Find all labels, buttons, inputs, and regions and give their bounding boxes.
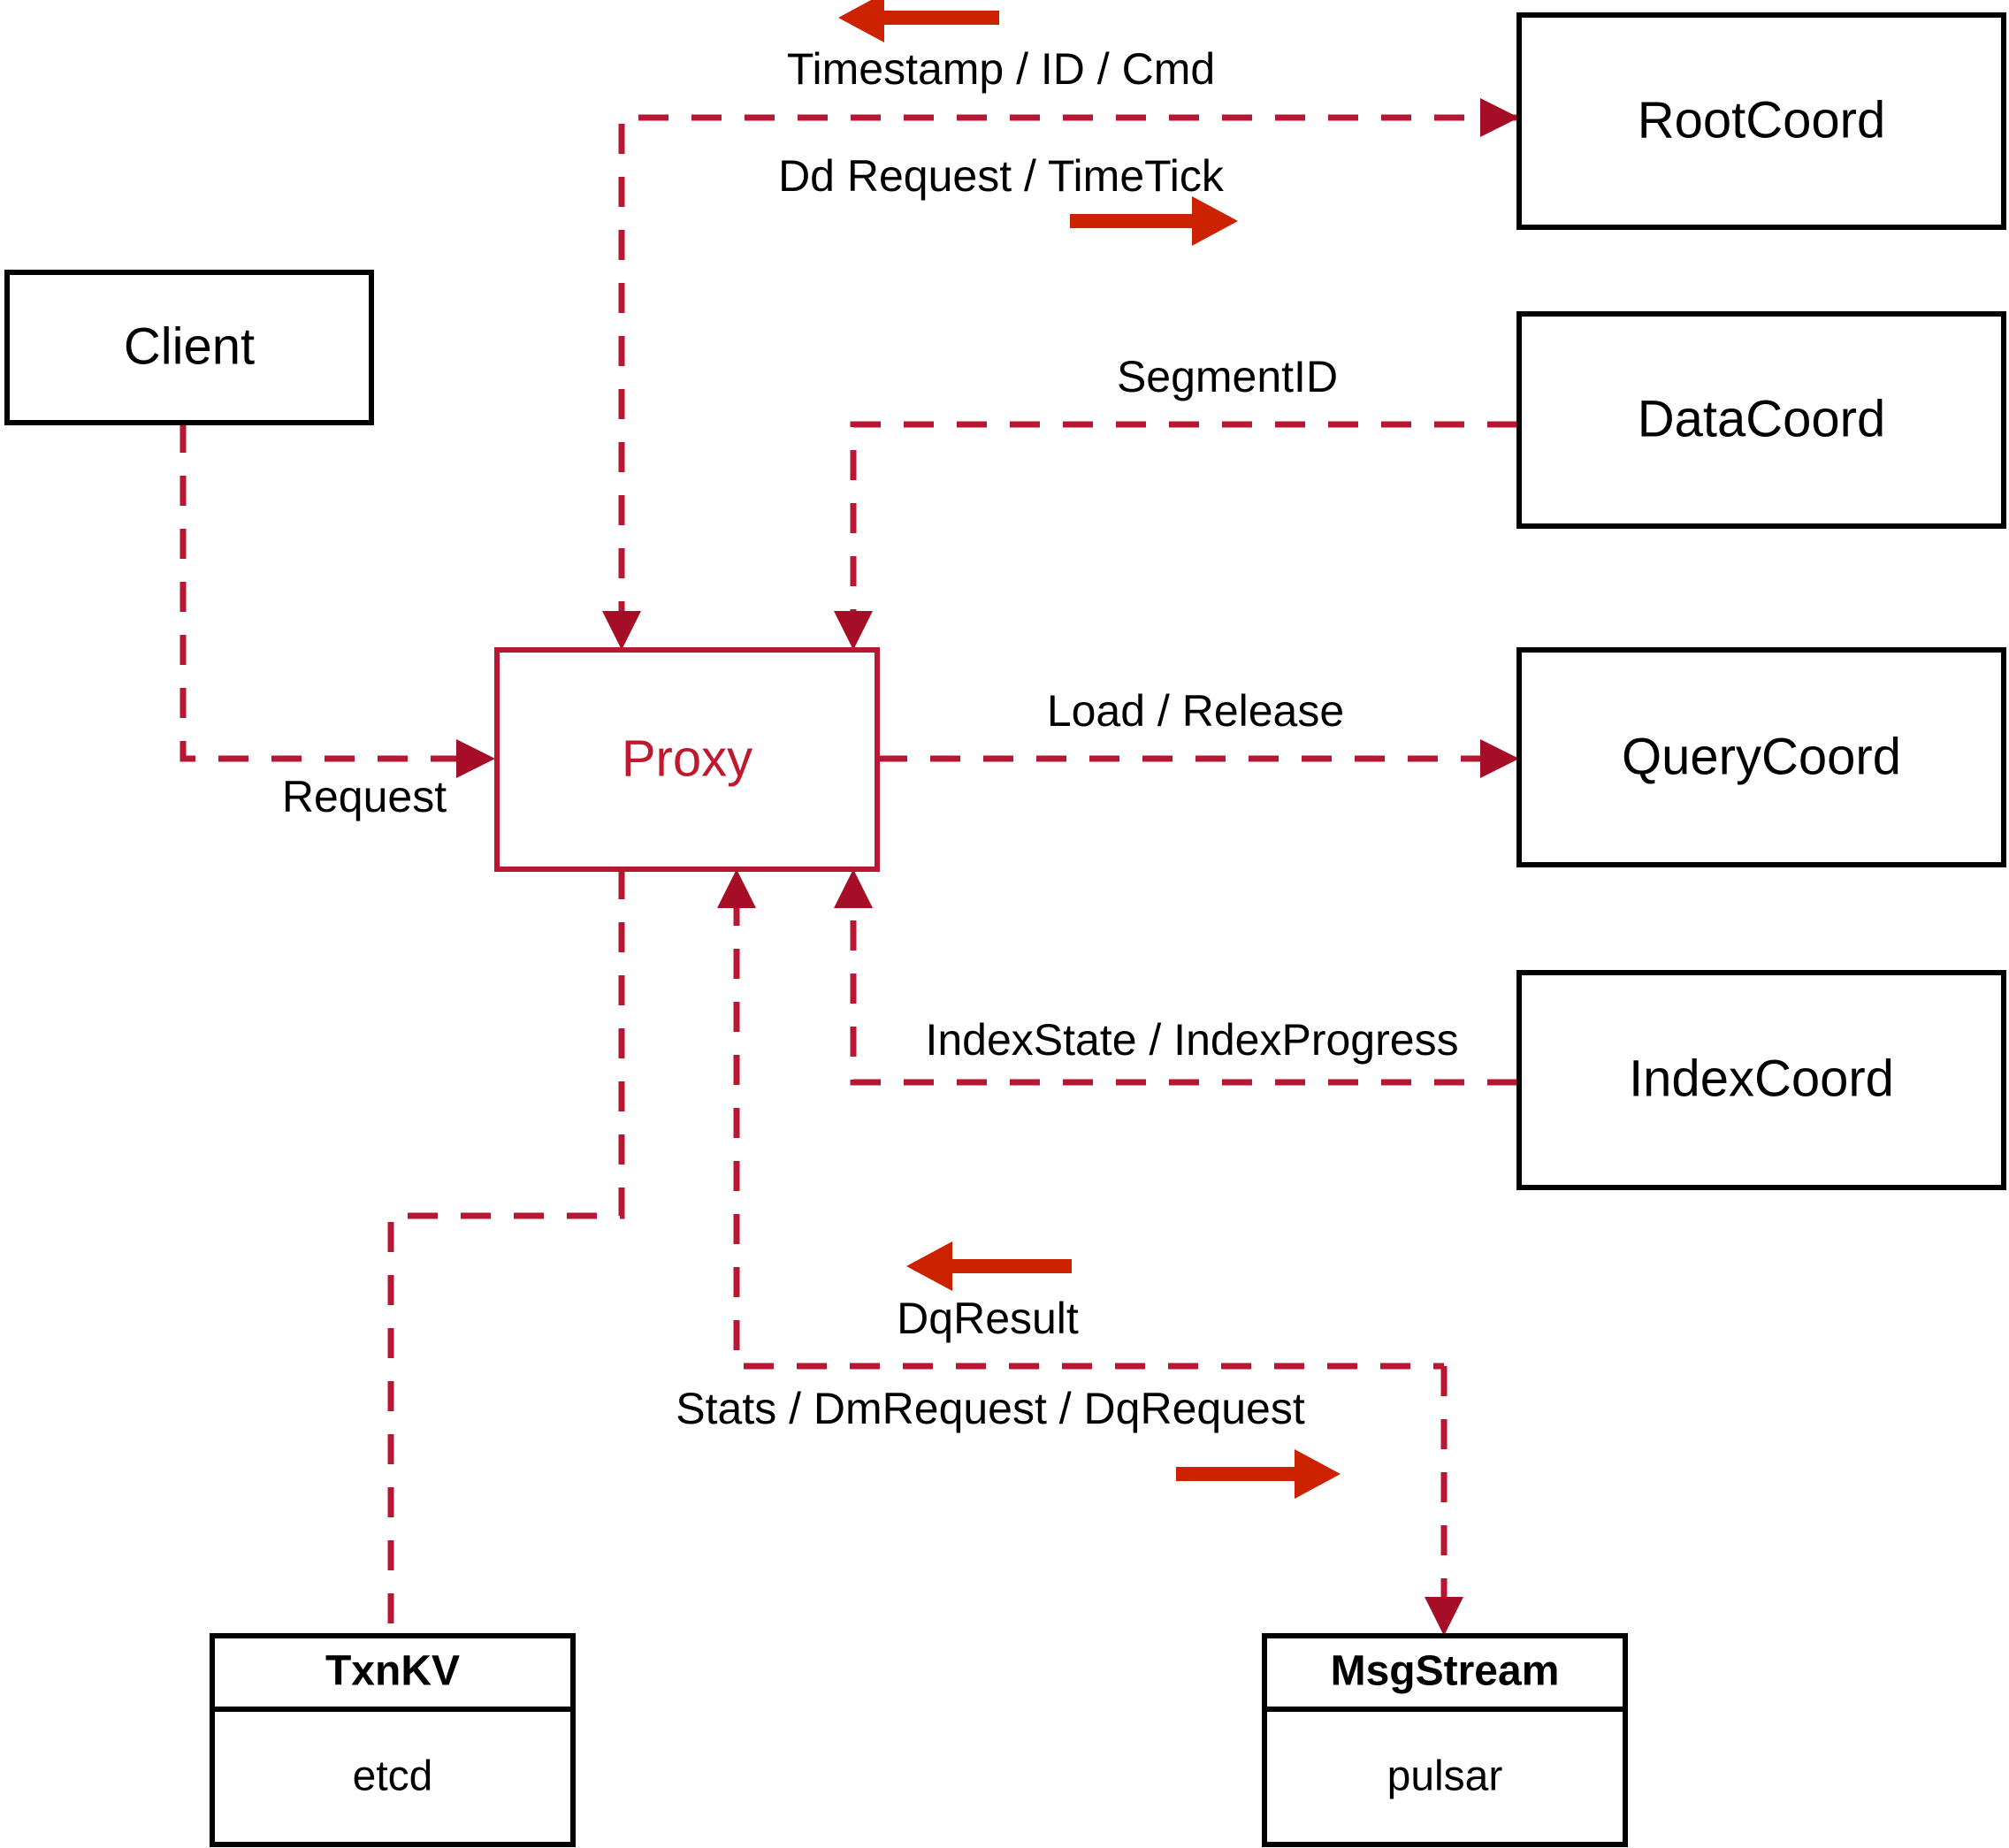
node-indexcoord[interactable]: IndexCoord <box>1516 970 2006 1190</box>
arrowhead-indexcoord-to-proxy <box>834 869 873 908</box>
arrowhead-rootcoord-to-proxy <box>602 611 641 650</box>
arrowhead-msgstream-to-proxy <box>717 869 756 908</box>
node-querycoord[interactable]: QueryCoord <box>1516 647 2006 867</box>
node-querycoord-box[interactable] <box>1516 647 2006 867</box>
node-client[interactable]: Client <box>4 270 374 425</box>
edge-path-client-to-proxy <box>180 423 470 762</box>
node-rootcoord-box[interactable] <box>1516 12 2006 230</box>
edge-proxy-to-msgstream <box>1425 1366 1463 1636</box>
edge-label-load-release: Load / Release <box>1047 686 1344 736</box>
arrowhead-datacoord-to-proxy <box>834 611 873 650</box>
node-proxy-box[interactable] <box>494 647 880 872</box>
edge-label-dqresult: DqResult <box>897 1294 1079 1343</box>
direction-arrow-tip <box>1192 196 1238 246</box>
node-proxy-label: Proxy <box>622 729 752 787</box>
edge-label-dd-request-timetick: Dd Request / TimeTick <box>778 151 1225 201</box>
node-msgstream-impl: pulsar <box>1387 1753 1503 1800</box>
node-datacoord[interactable]: DataCoord <box>1516 311 2006 529</box>
edge-proxy-to-querycoord <box>877 739 1519 778</box>
arrowhead-proxy-to-querycoord <box>1480 739 1519 778</box>
edge-label-stats-dmrequest-dqrequest: Stats / DmRequest / DqRequest <box>676 1384 1305 1433</box>
edge-rootcoord-to-proxy <box>602 114 1517 650</box>
node-rootcoord-label: RootCoord <box>1638 91 1885 149</box>
direction-arrow-timestamp-id-cmd <box>838 0 999 42</box>
node-rootcoord[interactable]: RootCoord <box>1516 12 2006 230</box>
edge-path-proxy-to-txnkv <box>387 869 625 1636</box>
arrowhead-proxy-to-rootcoord <box>1480 98 1519 137</box>
node-indexcoord-label: IndexCoord <box>1629 1050 1894 1107</box>
edge-proxy-to-txnkv <box>387 869 625 1636</box>
edge-label-request: Request <box>282 772 447 821</box>
node-client-box[interactable] <box>4 270 374 425</box>
direction-arrow-tip <box>838 0 884 42</box>
direction-arrow-tip <box>906 1241 952 1291</box>
arrowhead-proxy-to-msgstream <box>1425 1597 1463 1636</box>
node-msgstream[interactable]: MsgStream pulsar <box>1262 1633 1628 1847</box>
edge-label-segmentid: SegmentID <box>1117 352 1338 401</box>
edge-path-rootcoord-to-proxy <box>618 114 1517 623</box>
node-datacoord-label: DataCoord <box>1638 390 1885 447</box>
node-txnkv[interactable]: TxnKV etcd <box>210 1633 576 1847</box>
edge-label-indexstate-indexprogress: IndexState / IndexProgress <box>925 1015 1458 1065</box>
node-txnkv-title: TxnKV <box>325 1648 460 1695</box>
direction-arrow-dd-request-timetick <box>1070 196 1238 246</box>
edge-indexcoord-to-proxy <box>834 869 1517 1086</box>
node-datacoord-box[interactable] <box>1516 311 2006 529</box>
edge-datacoord-to-proxy <box>834 421 1517 650</box>
edge-client-to-proxy <box>180 423 495 778</box>
node-client-label: Client <box>124 317 255 375</box>
node-msgstream-title: MsgStream <box>1331 1648 1560 1695</box>
direction-arrow-stats-dmrequest-dqrequest <box>1176 1449 1341 1499</box>
edge-path-msgstream-to-proxy <box>733 896 1444 1370</box>
node-indexcoord-box[interactable] <box>1516 970 2006 1190</box>
node-msgstream-box[interactable] <box>1262 1633 1628 1847</box>
edge-path-datacoord-to-proxy <box>850 421 1517 623</box>
node-proxy[interactable]: Proxy <box>494 647 880 872</box>
direction-arrow-tip <box>1295 1449 1341 1499</box>
arrowhead-client-to-proxy <box>456 739 495 778</box>
edge-label-timestamp-id-cmd: Timestamp / ID / Cmd <box>787 44 1215 94</box>
edge-path-indexcoord-to-proxy <box>850 896 1517 1086</box>
node-txnkv-box[interactable] <box>210 1633 576 1847</box>
edge-msgstream-to-proxy <box>717 869 1444 1370</box>
edge-proxy-to-rootcoord <box>1480 98 1519 137</box>
node-querycoord-label: QueryCoord <box>1622 728 1901 785</box>
direction-arrow-dqresult <box>906 1241 1072 1291</box>
node-txnkv-impl: etcd <box>353 1753 433 1800</box>
